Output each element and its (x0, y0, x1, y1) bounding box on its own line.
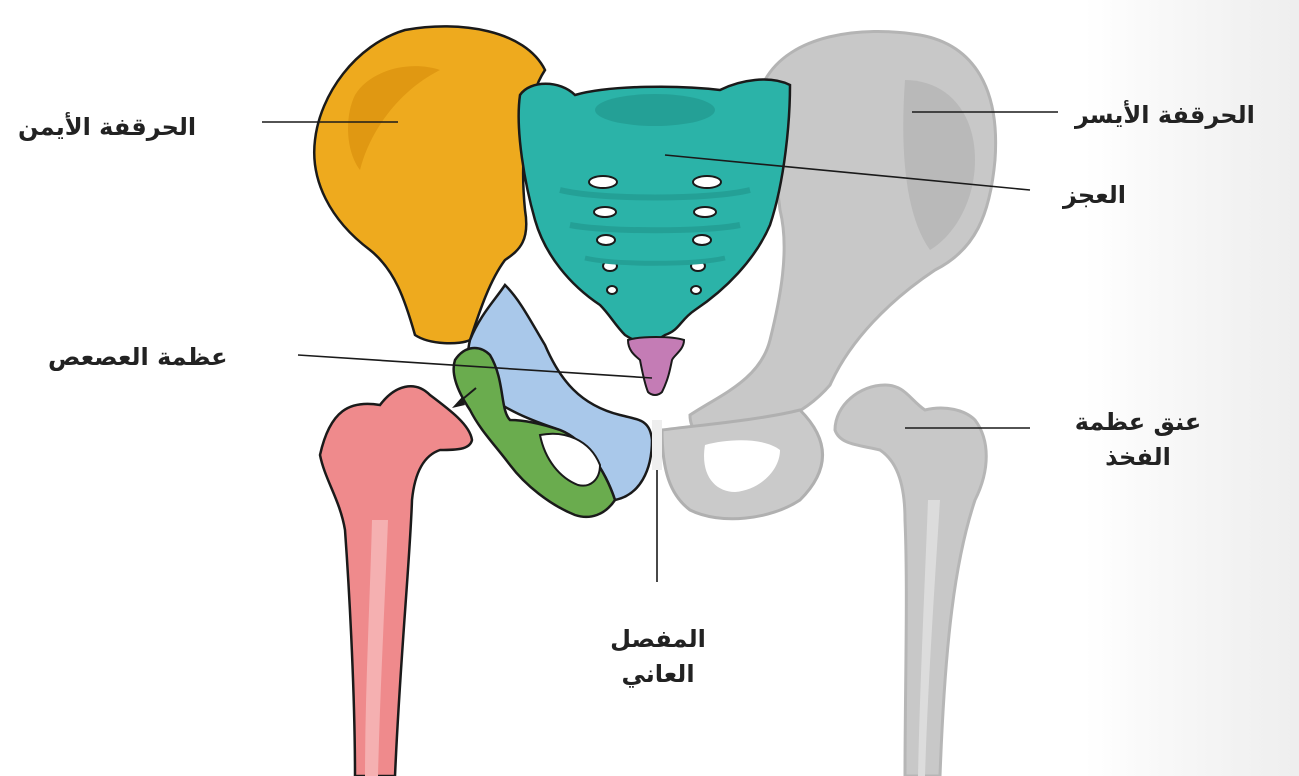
sacral-foramen (594, 207, 616, 217)
label-femoral-neck-line2: الفخذ (1058, 440, 1218, 475)
pubic-symphysis (652, 420, 662, 470)
label-femoral-neck: عنق عظمة الفخذ (1058, 405, 1218, 475)
sacral-foramen (693, 176, 721, 188)
sacrum-top (595, 94, 715, 126)
label-sacrum: العجز (1063, 178, 1126, 213)
label-pubic-joint: المفصل العاني (578, 622, 738, 692)
sacral-foramen (607, 286, 617, 294)
label-pubic-joint-line1: المفصل (578, 622, 738, 657)
coccyx (628, 337, 684, 395)
right-femur (320, 386, 472, 776)
left-femur (835, 385, 986, 776)
sacral-foramen (693, 235, 711, 245)
label-coccyx: عظمة العصعص (48, 340, 228, 375)
sacral-foramen (597, 235, 615, 245)
sacral-foramen (694, 207, 716, 217)
sacral-foramen (589, 176, 617, 188)
label-pubic-joint-line2: العاني (578, 657, 738, 692)
sacral-foramen (691, 286, 701, 294)
sacrum (519, 80, 790, 343)
label-femoral-neck-line1: عنق عظمة (1058, 405, 1218, 440)
label-left-ilium: الحرقفة الأيسر (1075, 98, 1255, 133)
label-right-ilium: الحرقفة الأيمن (18, 110, 196, 145)
